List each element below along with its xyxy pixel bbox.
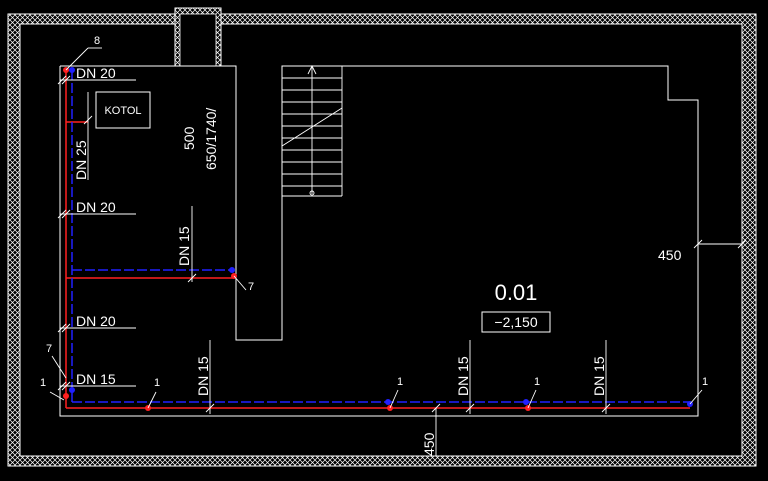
pipe-label-floor-run-2: DN 15: [455, 356, 471, 396]
pipe-label-branch-mid: DN 20: [76, 199, 116, 215]
opening-height-label: 500: [181, 126, 197, 150]
pipe-label-riser-top: DN 20: [76, 65, 116, 81]
room-label: 0.01: [495, 280, 538, 305]
bottom-wall-dimension: 450: [421, 432, 437, 456]
staircase: [281, 64, 343, 197]
pipe-label-branch-lower: DN 20: [76, 313, 116, 329]
return-pipes: [71, 70, 690, 403]
marker-point-3: 1: [397, 376, 403, 388]
right-wall-dimension: 450: [658, 247, 682, 263]
marker-top-left: 8: [94, 35, 100, 47]
room-level: −2,150: [494, 314, 537, 330]
leader-lines: [49, 47, 747, 456]
exterior-wall: [7, 7, 757, 467]
room-outline: [59, 65, 699, 417]
boiler: KOTOL: [95, 91, 151, 129]
supply-pipes: [65, 70, 690, 409]
boiler-label: KOTOL: [104, 105, 141, 117]
opening-size-label: 650/1740/: [203, 108, 219, 170]
marker-mid-branch: 7: [248, 281, 254, 293]
marker-point-2: 1: [154, 377, 160, 389]
marker-point-5: 1: [702, 376, 708, 388]
room-tag: 0.01 −2,150: [481, 280, 551, 333]
pipe-label-horizontal-branch: DN 15: [176, 226, 192, 266]
marker-left-lower: 7: [46, 343, 52, 355]
marker-point-4: 1: [534, 376, 540, 388]
pipe-label-branch-bottom: DN 15: [76, 371, 116, 387]
pipe-label-floor-run-3: DN 15: [591, 356, 607, 396]
marker-point-1: 1: [40, 377, 46, 389]
pipe-label-floor-run-1: DN 15: [195, 356, 211, 396]
pipe-label-vertical-main: DN 25: [73, 140, 89, 180]
